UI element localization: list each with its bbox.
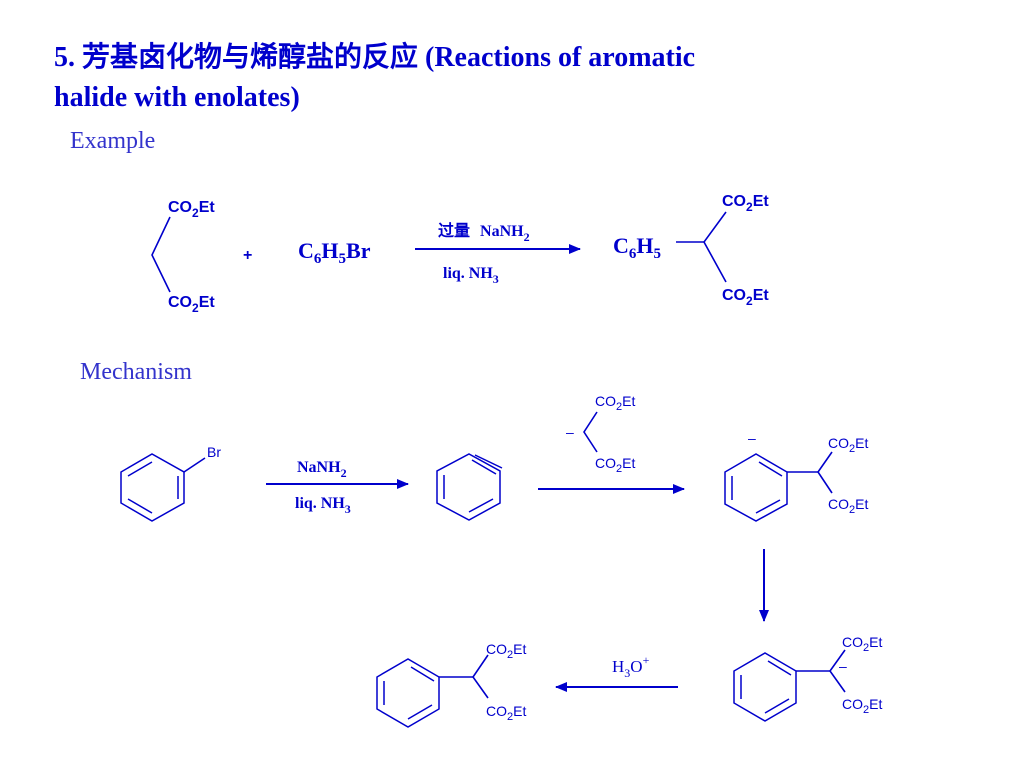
c-br-bond: [183, 457, 206, 473]
adduct-ring: [724, 453, 788, 522]
carbanion-charge: –: [839, 658, 847, 674]
carbanion-ring: [733, 652, 797, 722]
final-ring: [376, 658, 440, 728]
step1-solvent: liq. NH3: [295, 495, 351, 516]
product-ester-bottom: CO2Et: [722, 287, 769, 308]
anion-ester-bottom: CO2Et: [595, 455, 635, 475]
plus-sign: +: [243, 247, 252, 264]
example-heading: Example: [70, 128, 156, 154]
adduct-ester-bottom: CO2Et: [828, 496, 868, 516]
carbanion-ester-top: CO2Et: [842, 634, 882, 654]
carbanion-ester-bottom: CO2Et: [842, 696, 882, 716]
final-ester-bottom: CO2Et: [486, 703, 526, 723]
malonate-anion: CO2Et – CO2Et: [566, 393, 635, 475]
product-ch-bonds: [703, 211, 727, 283]
aryl-anion-charge: –: [748, 430, 756, 446]
product-phenyl-formula: C6H5: [613, 233, 661, 262]
hydronium-label: H3O+: [612, 653, 650, 680]
anion-ester-top: CO2Et: [595, 393, 635, 413]
ch2-bonds: [151, 216, 171, 293]
bromobenzene-structure: Br: [120, 444, 221, 522]
anion-charge: –: [566, 424, 574, 440]
bromine-label: Br: [207, 444, 221, 460]
benzyne-ring: [436, 453, 501, 521]
final-product: CO2Et CO2Et: [376, 641, 526, 728]
anion-bonds: [583, 411, 598, 453]
slide-title: 5. 芳基卤化物与烯醇盐的反应 (Reactions of aromatic h…: [54, 38, 954, 118]
diethyl-malonate: CO2Et CO2Et: [151, 199, 215, 315]
final-ester-top: CO2Et: [486, 641, 526, 661]
step1-reagent: NaNH2: [297, 459, 347, 480]
bromobenzene-formula: C6H5Br: [298, 238, 371, 267]
ester-bottom-label: CO2Et: [168, 294, 215, 315]
title-line-1: 5. 芳基卤化物与烯醇盐的反应 (Reactions of aromatic: [54, 42, 696, 73]
protonation-arrow: H3O+: [555, 653, 678, 692]
benzyne-structure: [436, 453, 503, 521]
arrow-bottom-solvent: liq. NH3: [443, 265, 499, 286]
triple-bond-inner: [471, 459, 497, 475]
product-ester-top: CO2Et: [722, 193, 769, 214]
carbanion-intermediate: – CO2Et CO2Et: [733, 634, 882, 722]
aryl-anion-intermediate: – CO2Et CO2Et: [724, 430, 868, 522]
mechanism-arrow-1: NaNH2 liq. NH3: [266, 459, 409, 516]
title-line-2: halide with enolates): [54, 82, 300, 113]
mechanism-heading: Mechanism: [80, 359, 192, 385]
benzene-ring: [120, 453, 185, 522]
adduct-ester-top: CO2Et: [828, 435, 868, 455]
phenylmalonate-product: CO2Et C6H5 CO2Et: [613, 193, 769, 308]
ester-top-label: CO2Et: [168, 199, 215, 220]
